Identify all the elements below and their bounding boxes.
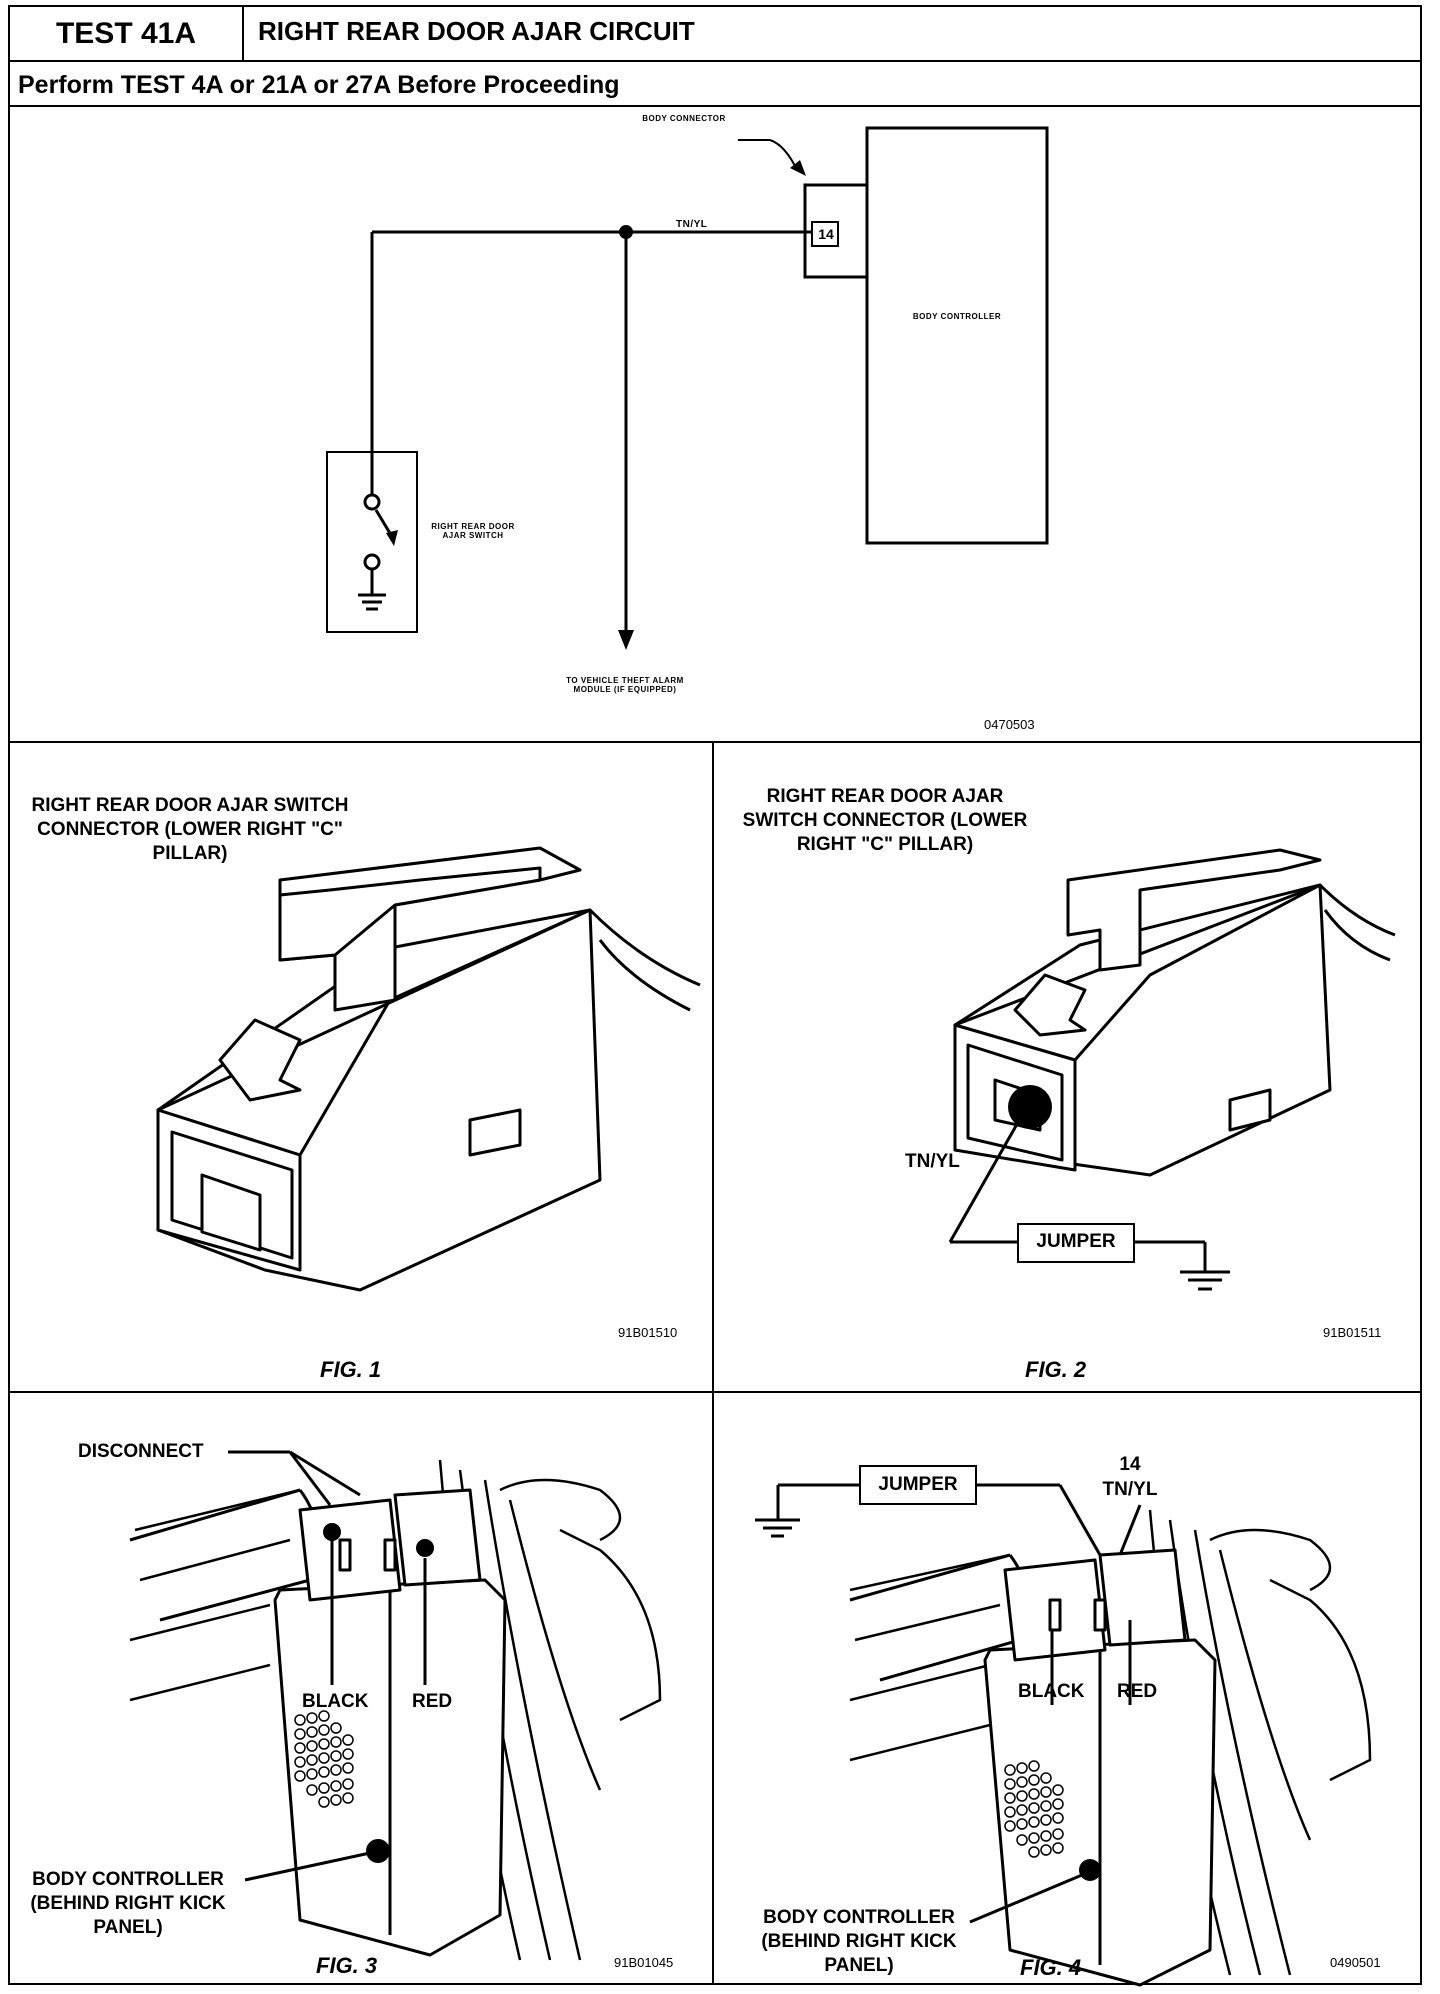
switch-box <box>326 451 418 633</box>
connector-label: BODY CONNECTOR <box>642 114 726 123</box>
branch-label: TO VEHICLE THEFT ALARM MODULE (IF EQUIPP… <box>566 676 684 694</box>
fig4-black-label: BLACK <box>1018 1681 1085 1702</box>
fig4-code: 0490501 <box>1330 1955 1381 1970</box>
fig2-label: RIGHT REAR DOOR AJAR SWITCH CONNECTOR (L… <box>742 786 1028 855</box>
fig1-caption: FIG. 1 <box>320 1357 382 1382</box>
pin-number: 14 <box>818 226 834 242</box>
fig2-code: 91B01511 <box>1323 1325 1382 1340</box>
fig4-red-label: RED <box>1117 1681 1158 1702</box>
column-divider <box>712 741 714 1985</box>
page-frame <box>8 5 1422 1985</box>
fig3-disconnect-label: DISCONNECT <box>78 1441 204 1462</box>
splice-dot <box>619 225 633 239</box>
fig2-wire-label: TN/YL <box>905 1151 960 1172</box>
switch-label: RIGHT REAR DOOR AJAR SWITCH <box>431 522 515 540</box>
fig2-jumper-label: JUMPER <box>1036 1231 1116 1252</box>
fig4-wire-label: TN/YL <box>1102 1479 1158 1500</box>
prerequisite-text: Perform TEST 4A or 21A or 27A Before Pro… <box>18 71 620 99</box>
fig1-code: 91B01510 <box>618 1325 678 1340</box>
fig4-caption: FIG. 4 <box>1020 1955 1082 1980</box>
fig3-controller-label: BODY CONTROLLER (BEHIND RIGHT KICK PANEL… <box>30 1869 226 1938</box>
fig3-caption: FIG. 3 <box>316 1953 378 1978</box>
fig3-red-label: RED <box>412 1691 453 1712</box>
wire-label: TN/YL <box>676 219 708 230</box>
pin-14-box <box>811 221 839 247</box>
test-id: TEST 41A <box>55 16 197 50</box>
fig1-label: RIGHT REAR DOOR AJAR SWITCH CONNECTOR (L… <box>31 795 349 864</box>
fig4-pin-label: 14 <box>1119 1454 1141 1475</box>
fig4-jumper-label: JUMPER <box>878 1474 958 1495</box>
controller-label: BODY CONTROLLER <box>912 312 1002 321</box>
fig4-controller-label: BODY CONTROLLER (BEHIND RIGHT KICK PANEL… <box>761 1907 957 1976</box>
body-controller-box <box>865 126 1049 545</box>
header-divider <box>8 60 1422 62</box>
branch-arrowhead <box>618 630 634 650</box>
header-divider-2 <box>8 105 1422 107</box>
fig3-code: 91B01045 <box>614 1955 674 1970</box>
section-divider-1 <box>8 741 1422 743</box>
section-divider-2 <box>8 1391 1422 1393</box>
schematic-code: 0470503 <box>984 717 1035 732</box>
circuit-title: RIGHT REAR DOOR AJAR CIRCUIT <box>258 16 695 46</box>
fig2-caption: FIG. 2 <box>1025 1357 1087 1382</box>
fig3-black-label: BLACK <box>302 1691 369 1712</box>
